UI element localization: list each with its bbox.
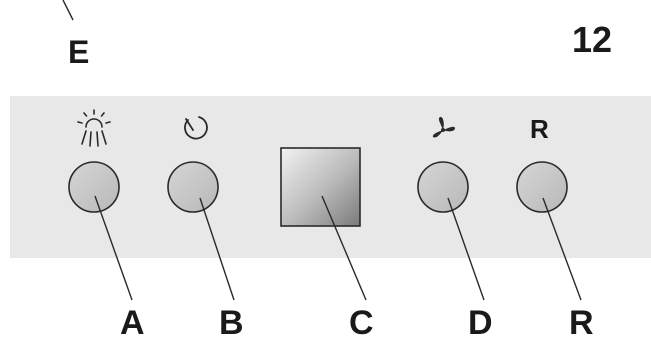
callout-label-e: E	[68, 34, 90, 70]
leader-line-a	[94, 195, 133, 301]
callout-label-b: B	[219, 304, 244, 342]
leader-line-r	[542, 197, 582, 301]
timer-button[interactable]	[167, 161, 219, 213]
callout-label-a: A	[120, 304, 145, 342]
fan-icon	[432, 116, 455, 138]
figure-number: 12	[572, 19, 613, 60]
reset-button[interactable]	[516, 161, 568, 213]
light-button[interactable]	[68, 161, 120, 213]
leader-line-c	[321, 195, 367, 301]
leader-line-e	[62, 0, 74, 21]
callout-label-c: C	[349, 304, 374, 342]
reset-symbol: R	[530, 114, 549, 144]
leader-line-b	[199, 197, 235, 301]
display-window	[280, 147, 361, 227]
callout-label-r: R	[569, 304, 594, 342]
timer-icon	[184, 116, 208, 140]
fan-button[interactable]	[417, 161, 469, 213]
light-icon	[77, 109, 111, 147]
callout-label-d: D	[468, 304, 493, 342]
leader-line-d	[447, 197, 485, 301]
